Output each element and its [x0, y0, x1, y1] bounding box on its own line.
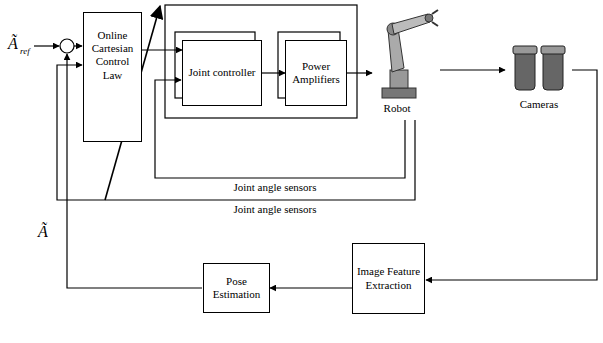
power-amplifier-box: Power Amplifiers [285, 40, 347, 106]
robot-illustration [382, 10, 438, 98]
control-law-box: Online Cartesian Control Law [83, 12, 142, 142]
signal-arrow [262, 72, 285, 73]
pose-estimation-box: Pose Estimation [203, 263, 270, 313]
joint-controller-box: Joint controller [182, 40, 262, 106]
reference-symbol: Ã [8, 34, 18, 53]
signal-arrow [270, 287, 352, 288]
pose-symbol: Ã [38, 222, 48, 241]
robot-label: Robot [384, 102, 411, 115]
box-label: Power Amplifiers [288, 60, 344, 86]
box-label: Joint controller [189, 66, 256, 79]
summing-junction [60, 39, 74, 53]
actuator-group-frame [165, 5, 357, 118]
box-label: Online Cartesian Control Law [86, 29, 139, 82]
scene-arrow [440, 69, 505, 70]
reference-input-arrow [34, 45, 59, 46]
signal-arrow [142, 49, 182, 50]
error-arrow [74, 45, 82, 46]
image-signal-line [426, 70, 597, 280]
box-label: Pose Estimation [206, 275, 267, 301]
sensor-label: Joint angle sensors [233, 203, 316, 216]
camera-illustration [513, 46, 565, 90]
box-label: Image Feature Extraction [355, 265, 422, 291]
feature-extraction-box: Image Feature Extraction [352, 243, 425, 314]
sensor-label: Joint angle sensors [233, 181, 316, 194]
drive-arrow [347, 72, 372, 73]
cameras-label: Cameras [520, 98, 558, 111]
reference-subscript: ref [20, 46, 30, 57]
